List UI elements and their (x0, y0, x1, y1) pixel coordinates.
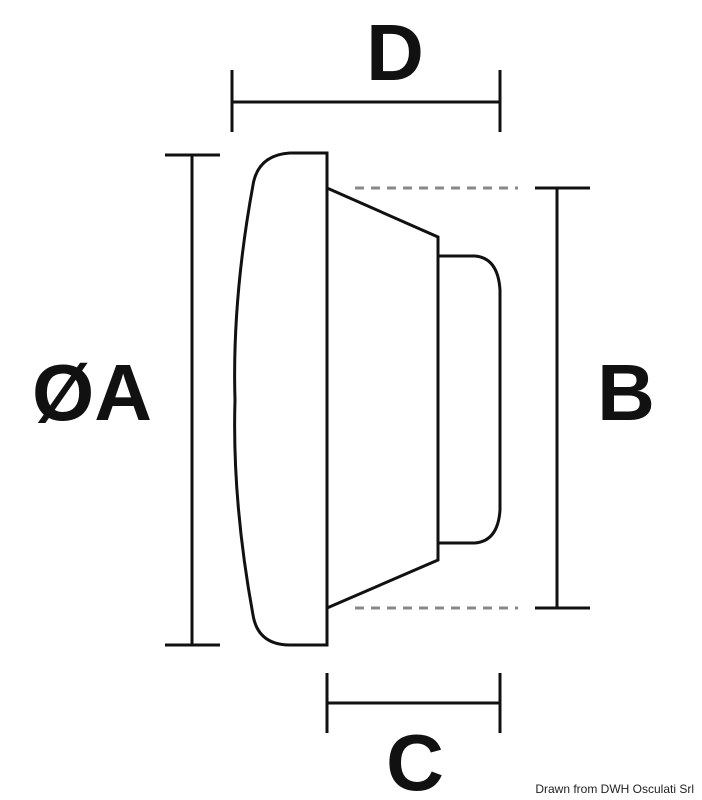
rear-cap (438, 254, 502, 545)
dimension-c (325, 673, 502, 733)
label-c: C (386, 718, 444, 800)
cone-body (326, 186, 440, 610)
dimension-b (535, 186, 590, 610)
credit-text: Drawn from DWH Osculati Srl (535, 782, 694, 796)
label-d: D (366, 8, 424, 97)
dimension-a (165, 153, 220, 647)
dimension-d (230, 70, 502, 132)
label-b: B (597, 348, 655, 437)
label-a: ØA (32, 348, 152, 437)
flange-outline (233, 151, 329, 647)
reference-dashed-lines (355, 186, 518, 610)
